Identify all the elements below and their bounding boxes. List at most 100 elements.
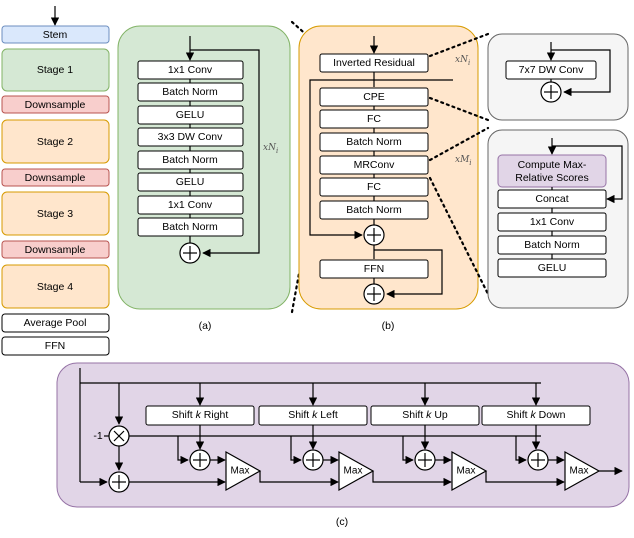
stage3-label: Stage 3	[37, 208, 73, 220]
panel-a-block-0: 1x1 Conv	[137, 60, 244, 80]
shift-right-add-icon	[189, 449, 211, 471]
inverted-residual-block: Inverted Residual	[319, 53, 429, 73]
mrconv-block: MRConv	[319, 155, 429, 175]
dwconv7-label: 7x7 DW Conv	[519, 64, 585, 76]
max-2-block: Max	[338, 450, 375, 492]
max-4-block: Max	[564, 450, 601, 492]
stem-label: Stem	[43, 29, 68, 41]
panel-a-repeat-label: xNi	[263, 143, 278, 155]
stem-block: Stem	[1, 25, 110, 44]
compute-max-relative-block: Compute Max- Relative Scores	[497, 154, 607, 188]
stage3-block: Stage 3	[1, 191, 110, 236]
max-4-label: Max	[570, 466, 589, 477]
downsample1-label: Downsample	[25, 99, 86, 111]
panel-c-chain-3	[485, 471, 565, 487]
cpe-detail-add-icon	[540, 81, 562, 103]
zoom-line	[428, 176, 490, 296]
panel-b-repeat-n-label: xNi	[455, 55, 470, 67]
downsample3-block: Downsample	[1, 240, 110, 259]
average-pool-label: Average Pool	[24, 317, 87, 329]
stage1-label: Stage 1	[37, 64, 73, 76]
stage2-block: Stage 2	[1, 119, 110, 164]
dwconv7-block: 7x7 DW Conv	[505, 60, 597, 80]
max-1-label: Max	[231, 466, 250, 477]
panel-b-skip-2	[374, 249, 443, 299]
panel-a-block-7-label: Batch Norm	[162, 221, 218, 233]
shift-down-block: Shift k Down	[481, 405, 591, 426]
panel-a-caption: (a)	[199, 320, 212, 332]
shift-right-neg-feed	[177, 436, 189, 465]
max-3-block: Max	[451, 450, 488, 492]
shift-right-label: Shift k Right	[172, 409, 229, 421]
panel-a-skip-connection	[190, 49, 260, 258]
shift-up-add-icon	[414, 449, 436, 471]
panel-a-block-2-label: GELU	[176, 109, 205, 121]
fc1-block: FC	[319, 109, 429, 129]
panel-b-skip-1	[309, 79, 374, 240]
panel-a-add-icon	[179, 242, 201, 264]
panel-b-repeat-m-label: xMi	[455, 155, 472, 167]
inverted-residual-label: Inverted Residual	[333, 57, 415, 69]
stage1-block: Stage 1	[1, 48, 110, 92]
downsample2-label: Downsample	[25, 172, 86, 184]
shift-down-neg-feed	[515, 436, 527, 465]
zoom-line	[428, 96, 490, 122]
cpe-detail-skip	[551, 49, 611, 97]
shift-left-block: Shift k Left	[258, 405, 368, 426]
mr-gelu-block: GELU	[497, 258, 607, 278]
max-1-block: Max	[225, 450, 262, 492]
panel-b-caption: (b)	[382, 320, 395, 332]
cpe-block: CPE	[319, 87, 429, 107]
shift-up-neg-feed	[402, 436, 414, 465]
concat-block: Concat	[497, 189, 607, 209]
panel-a-block-6: 1x1 Conv	[137, 195, 244, 215]
multiply-icon	[108, 425, 130, 447]
zoom-line	[428, 32, 490, 58]
downsample3-label: Downsample	[25, 244, 86, 256]
mrconv-label: MRConv	[354, 159, 396, 171]
panel-a-block-4: Batch Norm	[137, 150, 244, 170]
shift-left-neg-feed	[290, 436, 302, 465]
mr-bn-block: Batch Norm	[497, 235, 607, 255]
panel-a-block-1-label: Batch Norm	[162, 86, 218, 98]
average-pool-block: Average Pool	[1, 313, 110, 333]
downsample2-block: Downsample	[1, 168, 110, 187]
bn1-block: Batch Norm	[319, 132, 429, 152]
mr-conv1x1-block: 1x1 Conv	[497, 212, 607, 232]
panel-a-block-5-label: GELU	[176, 176, 205, 188]
mrconv-detail-skip	[552, 145, 623, 204]
shift-right-block: Shift k Right	[145, 405, 255, 426]
panel-c-caption: (c)	[336, 516, 348, 528]
fc1-label: FC	[367, 113, 381, 125]
panel-a-block-5: GELU	[137, 172, 244, 192]
shift-up-block: Shift k Up	[370, 405, 480, 426]
ffn-head-block: FFN	[1, 336, 110, 356]
panel-a-block-3: 3x3 DW Conv	[137, 127, 244, 147]
shift-down-add-icon	[527, 449, 549, 471]
cpe-label: CPE	[363, 91, 385, 103]
panel-b-ffn-label: FFN	[364, 263, 384, 275]
panel-a-block-2: GELU	[137, 105, 244, 125]
shift-left-label: Shift k Left	[288, 409, 338, 421]
bn2-label: Batch Norm	[346, 204, 402, 216]
concat-label: Concat	[535, 193, 568, 205]
mr-conv1x1-label: 1x1 Conv	[530, 216, 575, 228]
compute-line1-label: Compute Max-	[518, 159, 587, 171]
panel-c-subtract-icon	[108, 471, 130, 493]
panel-c-chain-1	[259, 471, 339, 487]
panel-a-block-7: Batch Norm	[137, 217, 244, 237]
fc2-label: FC	[367, 181, 381, 193]
max-2-label: Max	[344, 466, 363, 477]
panel-b-add-1-icon	[363, 224, 385, 246]
fc2-block: FC	[319, 177, 429, 197]
compute-line2-label: Relative Scores	[515, 172, 589, 184]
neg-one-label: -1	[93, 430, 102, 442]
panel-a-block-6-label: 1x1 Conv	[168, 199, 213, 211]
panel-b-add-2-icon	[363, 283, 385, 305]
zoom-line	[428, 126, 490, 162]
panel-a-block-0-label: 1x1 Conv	[168, 64, 213, 76]
max-3-label: Max	[457, 466, 476, 477]
shift-up-label: Shift k Up	[402, 409, 448, 421]
bn1-label: Batch Norm	[346, 136, 402, 148]
